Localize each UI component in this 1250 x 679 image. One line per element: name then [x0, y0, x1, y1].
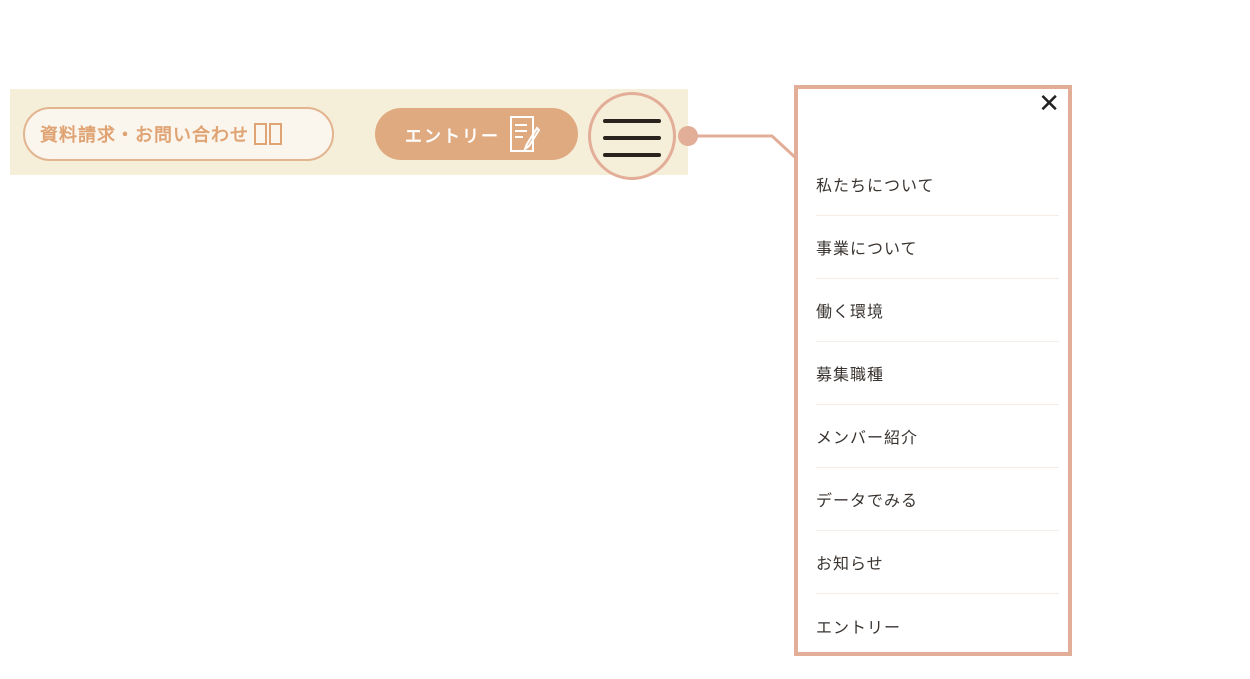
close-icon[interactable]: ✕ [1038, 89, 1060, 119]
request-info-button[interactable]: 資料請求・お問い合わせ [23, 107, 334, 161]
menu-item-data[interactable]: データでみる [816, 468, 1059, 531]
request-info-label: 資料請求・お問い合わせ [40, 125, 249, 146]
menu-item-news[interactable]: お知らせ [816, 531, 1059, 594]
menu-item-business[interactable]: 事業について [816, 216, 1059, 279]
entry-button[interactable]: エントリー [375, 108, 578, 160]
entry-label: エントリー [405, 126, 500, 147]
book-icon [254, 123, 282, 145]
menu-item-entry[interactable]: エントリー [816, 617, 902, 637]
nav-menu-panel: ✕ 私たちについて 事業について 働く環境 募集職種 メンバー紹介 データでみる… [794, 85, 1072, 656]
menu-item-about[interactable]: 私たちについて [816, 153, 1059, 216]
hamburger-icon [603, 119, 661, 123]
hamburger-menu-button[interactable] [588, 92, 676, 180]
menu-item-members[interactable]: メンバー紹介 [816, 405, 1059, 468]
menu-item-environment[interactable]: 働く環境 [816, 279, 1059, 342]
menu-item-jobs[interactable]: 募集職種 [816, 342, 1059, 405]
nav-menu-list: 私たちについて 事業について 働く環境 募集職種 メンバー紹介 データでみる お… [816, 153, 1059, 657]
document-pen-icon [510, 116, 541, 152]
